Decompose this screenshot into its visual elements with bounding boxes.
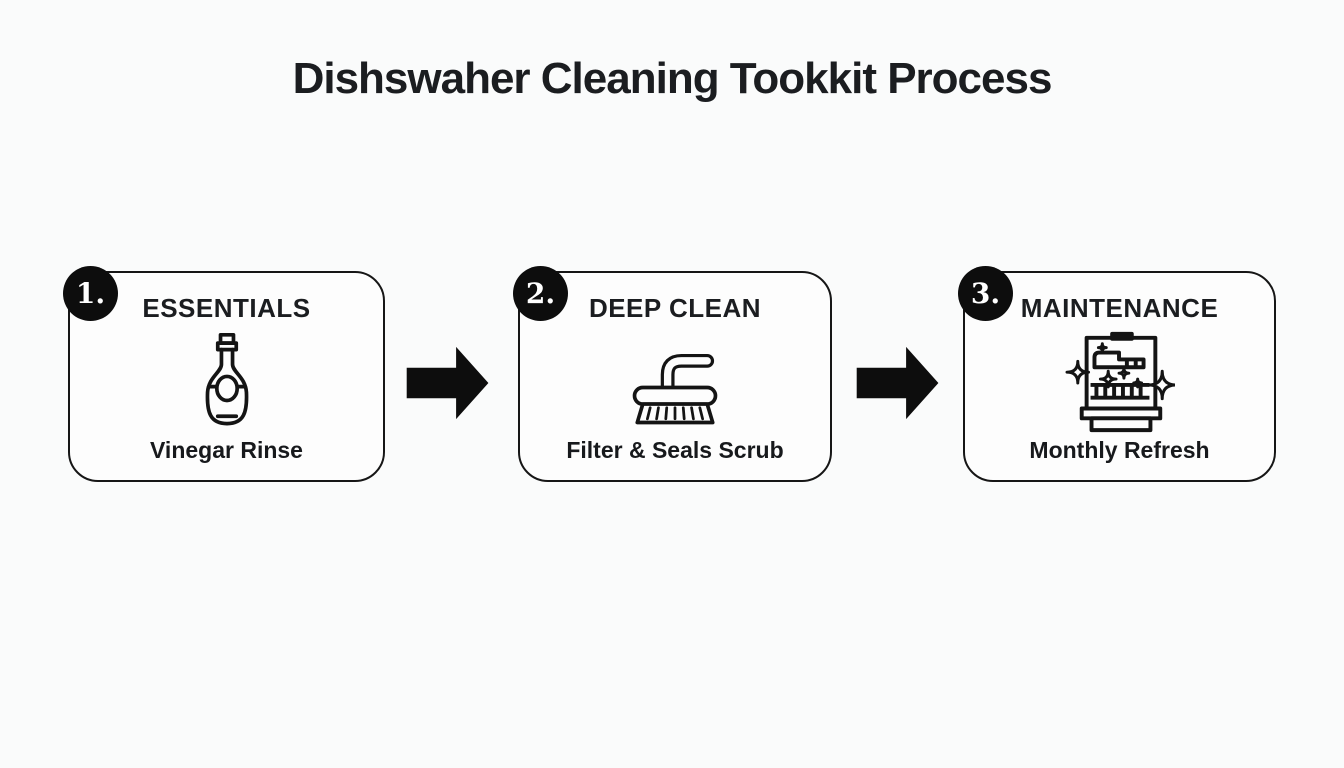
scrub-brush-icon <box>619 326 731 437</box>
step-caption: Filter & Seals Scrub <box>566 437 784 463</box>
step-box-maintenance: 3. MAINTENANCE <box>958 266 1276 482</box>
step-caption: Vinegar Rinse <box>150 437 303 463</box>
step-heading: DEEP CLEAN <box>588 293 762 323</box>
step-number-badge: 1. <box>63 266 118 321</box>
step-heading: ESSENTIALS <box>142 293 311 323</box>
step-box-deep-clean: 2. DEEP CLEAN Filter & Seals Scrub <box>513 266 832 482</box>
step-number-badge: 3. <box>958 266 1013 321</box>
step-number-badge: 2. <box>513 266 568 321</box>
dishwasher-sparkle-icon <box>1065 326 1175 437</box>
flow-arrow <box>856 346 939 420</box>
step-heading: MAINTENANCE <box>1020 293 1219 323</box>
step-caption: Monthly Refresh <box>1029 437 1210 463</box>
vinegar-bottle-icon <box>190 326 264 437</box>
step-box-essentials: 1. ESSENTIALS Vinegar Rinse <box>63 266 385 482</box>
flow-arrow <box>406 346 489 420</box>
page-title: Dishswaher Cleaning Tookkit Process <box>292 54 1053 103</box>
